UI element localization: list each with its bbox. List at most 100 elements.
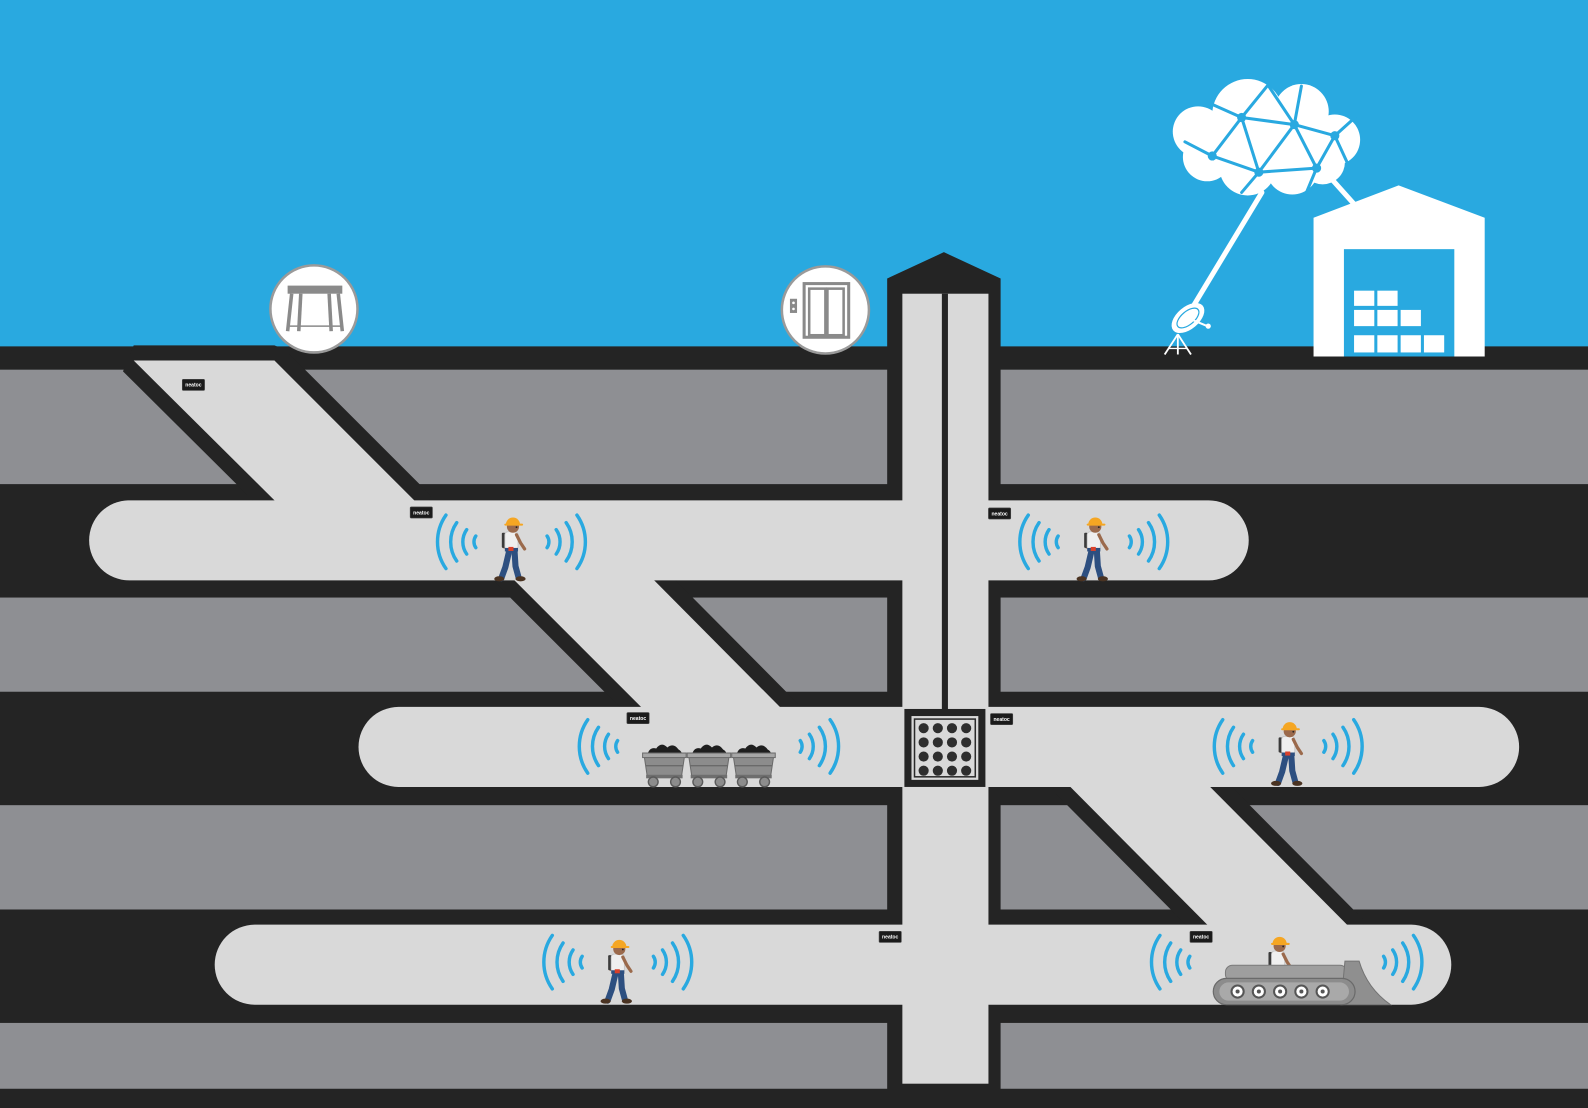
- cage-dot: [946, 723, 958, 734]
- network-link: [1210, 115, 1244, 158]
- cage-grid: [918, 723, 972, 776]
- beacon-label: neatoc: [993, 717, 1009, 723]
- elevator-call-panel: [789, 298, 798, 313]
- stock-box: [1354, 335, 1375, 353]
- network-links: [1183, 83, 1357, 194]
- cage-dot: [961, 737, 972, 748]
- tunnel-level-1: [89, 500, 1249, 581]
- beacon-body: [988, 507, 1012, 520]
- bulldozer-hub: [1256, 989, 1261, 994]
- network-link: [1292, 84, 1303, 127]
- beacon-label: neatoc: [991, 511, 1007, 517]
- elevator-cage-icon: [904, 708, 986, 787]
- bulldozer-hub: [1235, 989, 1240, 994]
- beacon-body: [990, 713, 1014, 725]
- network-link: [1266, 83, 1296, 127]
- network-node: [1254, 167, 1264, 177]
- cage-dot: [918, 751, 929, 762]
- ramp-surface: [133, 360, 421, 507]
- ramp-upper: [501, 567, 787, 715]
- table-icon: [269, 264, 359, 354]
- beacon-label: neatoc: [413, 510, 429, 516]
- network-link: [1240, 115, 1296, 127]
- beacon-tag: neatoc: [409, 506, 433, 519]
- network-node: [1312, 163, 1322, 173]
- network-link: [1315, 134, 1337, 170]
- network-node: [1289, 120, 1299, 130]
- beacon-body: [626, 712, 650, 724]
- dish-feed-arm: [1187, 317, 1208, 328]
- stock-box: [1377, 335, 1398, 353]
- beacon-label: neatoc: [882, 935, 898, 941]
- stock-box: [1354, 290, 1375, 306]
- network-link: [1292, 123, 1337, 138]
- network-link: [1240, 83, 1270, 120]
- table-leg: [296, 293, 303, 332]
- bulldozer-hub: [1320, 989, 1325, 994]
- cage-dot: [946, 765, 958, 776]
- cage-dot: [918, 723, 929, 734]
- network-link: [1333, 134, 1349, 164]
- stock-box: [1400, 335, 1421, 353]
- cage-inner-frame: [913, 718, 977, 778]
- beacon-body: [878, 930, 902, 943]
- cage-dot: [961, 723, 972, 734]
- cage-dot: [932, 751, 943, 762]
- cloud-network-icon: [1172, 78, 1361, 196]
- hoist-cable: [941, 293, 948, 711]
- rock-layer-2: [0, 597, 1588, 692]
- table-leg: [285, 293, 294, 332]
- cloud-shape: [1172, 78, 1361, 196]
- cage-dot: [918, 765, 929, 776]
- stock-box: [1377, 309, 1398, 327]
- elevator-call-button: [792, 301, 795, 305]
- cage-dot: [932, 765, 943, 776]
- cage-dot: [932, 737, 943, 748]
- stock-box: [1354, 309, 1375, 327]
- network-node: [1207, 151, 1217, 161]
- beacon-body: [409, 506, 433, 519]
- network-link: [1183, 140, 1214, 158]
- elevator-frame: [802, 282, 851, 339]
- rock-layer-4: [0, 1022, 1588, 1089]
- beacon-tag: neatoc: [181, 378, 205, 391]
- cage-dot: [932, 723, 943, 734]
- ramp-lower: [1063, 779, 1355, 932]
- tunnel-level-3: [214, 924, 1452, 1005]
- table-icon-badge: [269, 264, 359, 354]
- network-link: [1292, 123, 1319, 170]
- bulldozer-hub: [1299, 989, 1304, 994]
- network-link: [1240, 115, 1261, 174]
- network-node: [1237, 112, 1247, 123]
- rock-layer-3: [0, 805, 1588, 910]
- beacon-tag: neatoc: [626, 712, 650, 724]
- dish-rim: [1176, 307, 1200, 329]
- satellite-dish-icon: [1163, 302, 1211, 355]
- network-link: [1257, 166, 1319, 174]
- dish-feed: [1205, 323, 1211, 329]
- beacon-tag: neatoc: [1189, 930, 1213, 943]
- network-node: [1330, 131, 1340, 141]
- beacon-label: neatoc: [1193, 935, 1209, 941]
- cage-dot: [961, 751, 972, 762]
- beacon-body: [181, 378, 205, 391]
- beacon-label: neatoc: [185, 383, 201, 389]
- dish-leg: [1163, 333, 1179, 355]
- cage-dot: [946, 737, 958, 748]
- beacon-body: [1189, 930, 1213, 943]
- warehouse-stock: [1354, 290, 1445, 353]
- table-leg: [327, 293, 333, 332]
- elevator-call-button: [792, 307, 795, 311]
- network-link: [1210, 154, 1261, 174]
- stock-box: [1400, 309, 1421, 327]
- beacon-tag: neatoc: [990, 713, 1014, 725]
- elevator-door-left: [807, 287, 827, 337]
- beacon-tag: neatoc: [878, 930, 902, 943]
- network-link: [1257, 123, 1296, 174]
- cloud-core: [1207, 119, 1329, 173]
- bulldozer-icon: [1212, 960, 1393, 1006]
- beacon-label: neatoc: [630, 716, 646, 722]
- table-leg: [336, 293, 345, 332]
- warehouse-icon: [1313, 185, 1485, 357]
